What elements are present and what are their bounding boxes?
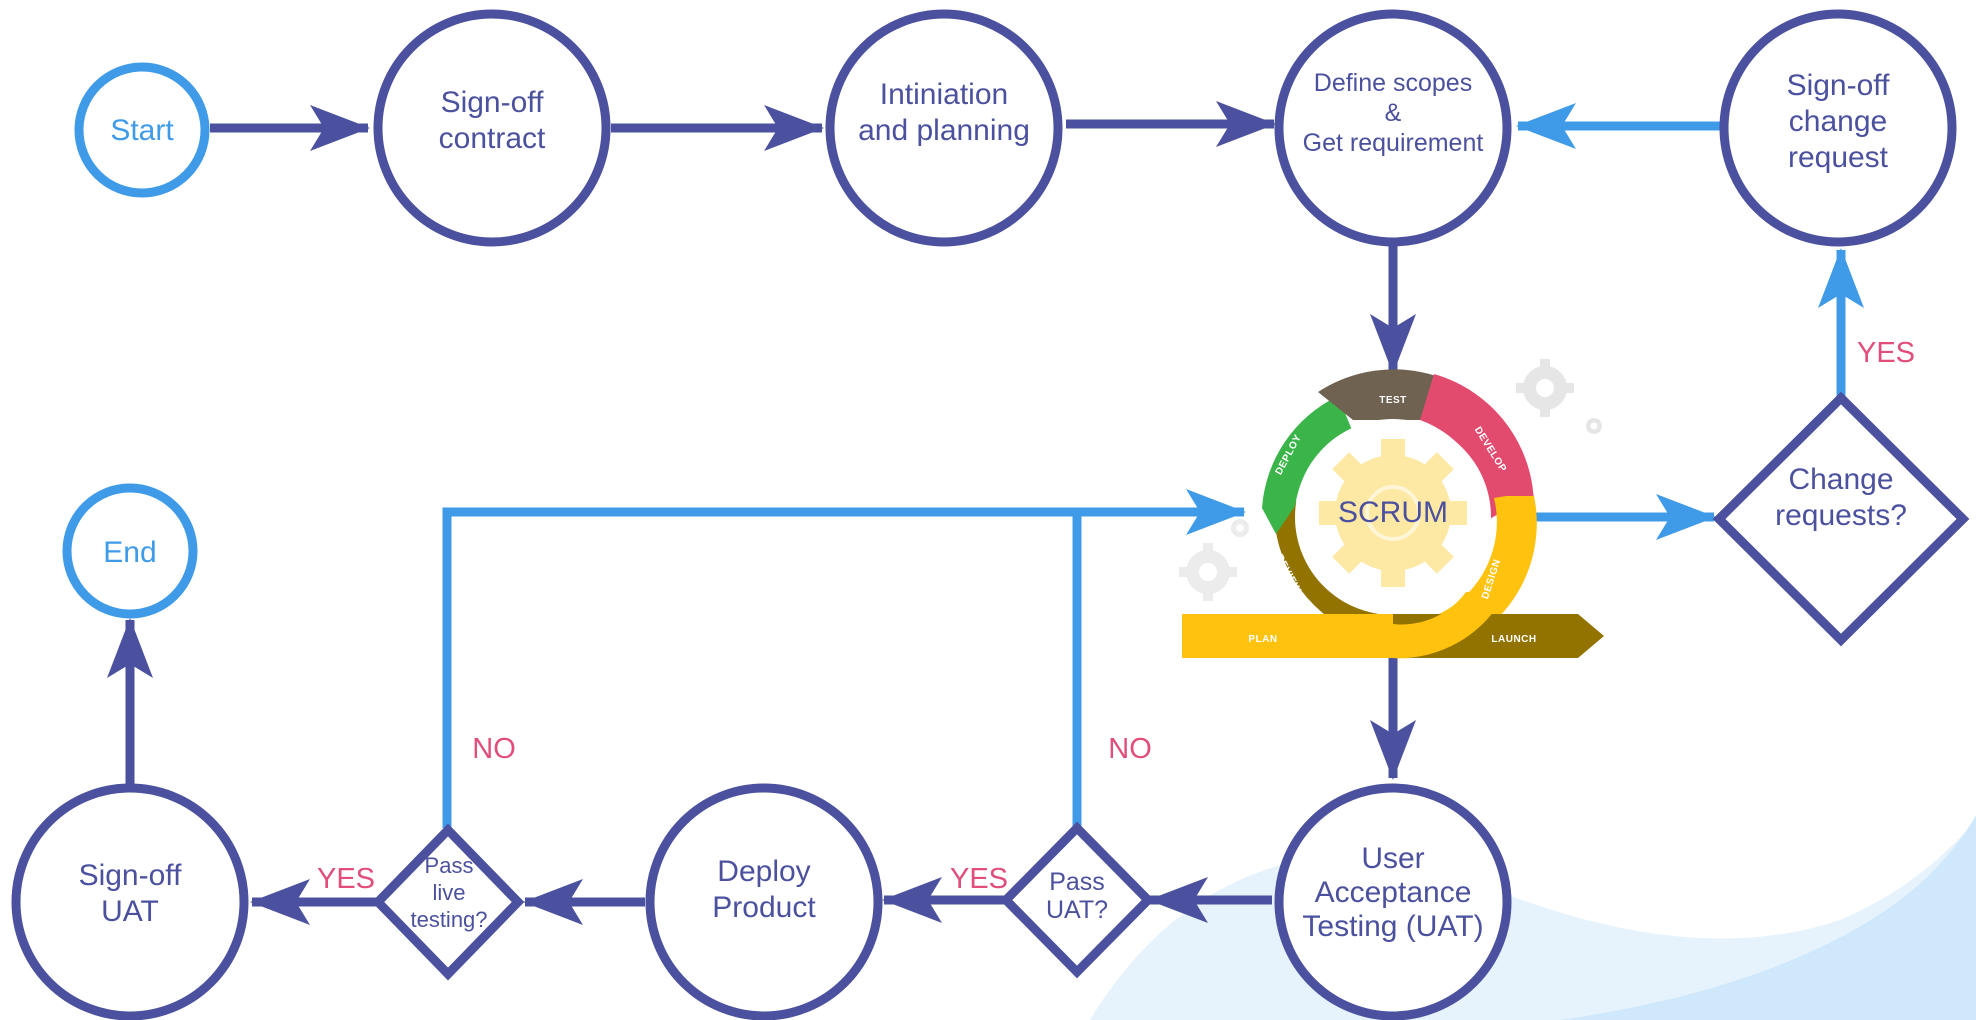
end-node: End <box>62 483 198 619</box>
define-scopes-label-line3: Get requirement <box>1303 129 1484 157</box>
change-requests-label-line1: Change <box>1788 463 1893 496</box>
pass-uat-decision: Pass UAT? <box>999 821 1155 979</box>
scrum-cycle-graphic: SCRUM TEST DEVELOP DESIGN REVIEW DEPLOY … <box>1182 369 1604 659</box>
scrum-title: SCRUM <box>1338 496 1448 529</box>
yes-label-change: YES <box>1857 337 1915 369</box>
start-label: Start <box>110 114 174 147</box>
scrum-segment-develop <box>1420 374 1535 520</box>
scrum-plan-band <box>1182 614 1393 658</box>
uat-label-line2: Acceptance <box>1315 876 1472 909</box>
change-requests-decision: Change requests? <box>1712 391 1970 647</box>
gear-icon <box>1516 359 1574 417</box>
pass-uat-label-line2: UAT? <box>1046 896 1108 924</box>
connectors <box>107 101 1864 925</box>
change-requests-label-line2: requests? <box>1775 499 1907 532</box>
signoff-uat-label-line2: UAT <box>101 895 159 928</box>
scrum-segment-design <box>1393 496 1537 659</box>
gear-icon <box>1179 543 1237 601</box>
pass-uat-label-line1: Pass <box>1049 868 1105 896</box>
signoff-uat-node: Sign-off UAT <box>11 783 249 1020</box>
no-label-uat: NO <box>1108 733 1152 765</box>
initiation-label-line2: and planning <box>858 114 1030 147</box>
pass-live-decision: Pass live testing? <box>371 823 525 981</box>
signoff-contract-node: Sign-off contract <box>373 9 611 247</box>
yes-label-uat: YES <box>950 863 1008 895</box>
end-label: End <box>103 536 156 569</box>
deploy-product-label-line2: Product <box>712 891 816 924</box>
pass-live-label-line2: live <box>432 880 465 905</box>
initiation-node: Intiniation and planning <box>825 9 1063 247</box>
define-scopes-label-line2: & <box>1385 99 1402 127</box>
gear-icon <box>1231 519 1249 537</box>
scrum-label-plan: PLAN <box>1248 634 1277 645</box>
pass-live-label-line1: Pass <box>425 853 474 878</box>
signoff-change-node: Sign-off change request <box>1719 9 1957 247</box>
uat-label-line3: Testing (UAT) <box>1302 910 1483 943</box>
signoff-change-label-line2: change <box>1789 105 1887 138</box>
scrum-gear-icon <box>1319 439 1467 587</box>
scrum-segment-test <box>1318 369 1436 420</box>
scrum-design-curve <box>1393 592 1506 659</box>
signoff-contract-label-line2: contract <box>439 122 546 155</box>
signoff-contract-label-line1: Sign-off <box>441 86 545 119</box>
uat-node: User Acceptance Testing (UAT) <box>1274 783 1512 1020</box>
background-wave <box>1090 815 1976 1020</box>
no-label-live: NO <box>472 733 516 765</box>
scrum-segment-review <box>1273 486 1393 624</box>
signoff-change-label-line1: Sign-off <box>1787 69 1891 102</box>
edge-labels: YES NO NO YES YES <box>317 337 1915 895</box>
scrum-segment-deploy <box>1262 396 1384 534</box>
gear-icon <box>1586 418 1602 434</box>
signoff-uat-label-line1: Sign-off <box>79 859 183 892</box>
yes-label-live: YES <box>317 863 375 895</box>
pass-live-label-line3: testing? <box>410 907 487 932</box>
define-scopes-node: Define scopes & Get requirement <box>1274 9 1512 247</box>
scrum-label-test: TEST <box>1379 395 1407 406</box>
deploy-product-label-line1: Deploy <box>717 855 810 888</box>
start-node: Start <box>74 62 210 198</box>
define-scopes-label-line1: Define scopes <box>1314 69 1472 97</box>
deploy-product-node: Deploy Product <box>645 783 883 1020</box>
signoff-change-label-line3: request <box>1788 141 1889 174</box>
initiation-label-line1: Intiniation <box>880 78 1008 111</box>
scrum-label-launch: LAUNCH <box>1491 634 1536 645</box>
uat-label-line1: User <box>1361 842 1424 875</box>
edge-pass-live-no-loop <box>442 489 1246 828</box>
